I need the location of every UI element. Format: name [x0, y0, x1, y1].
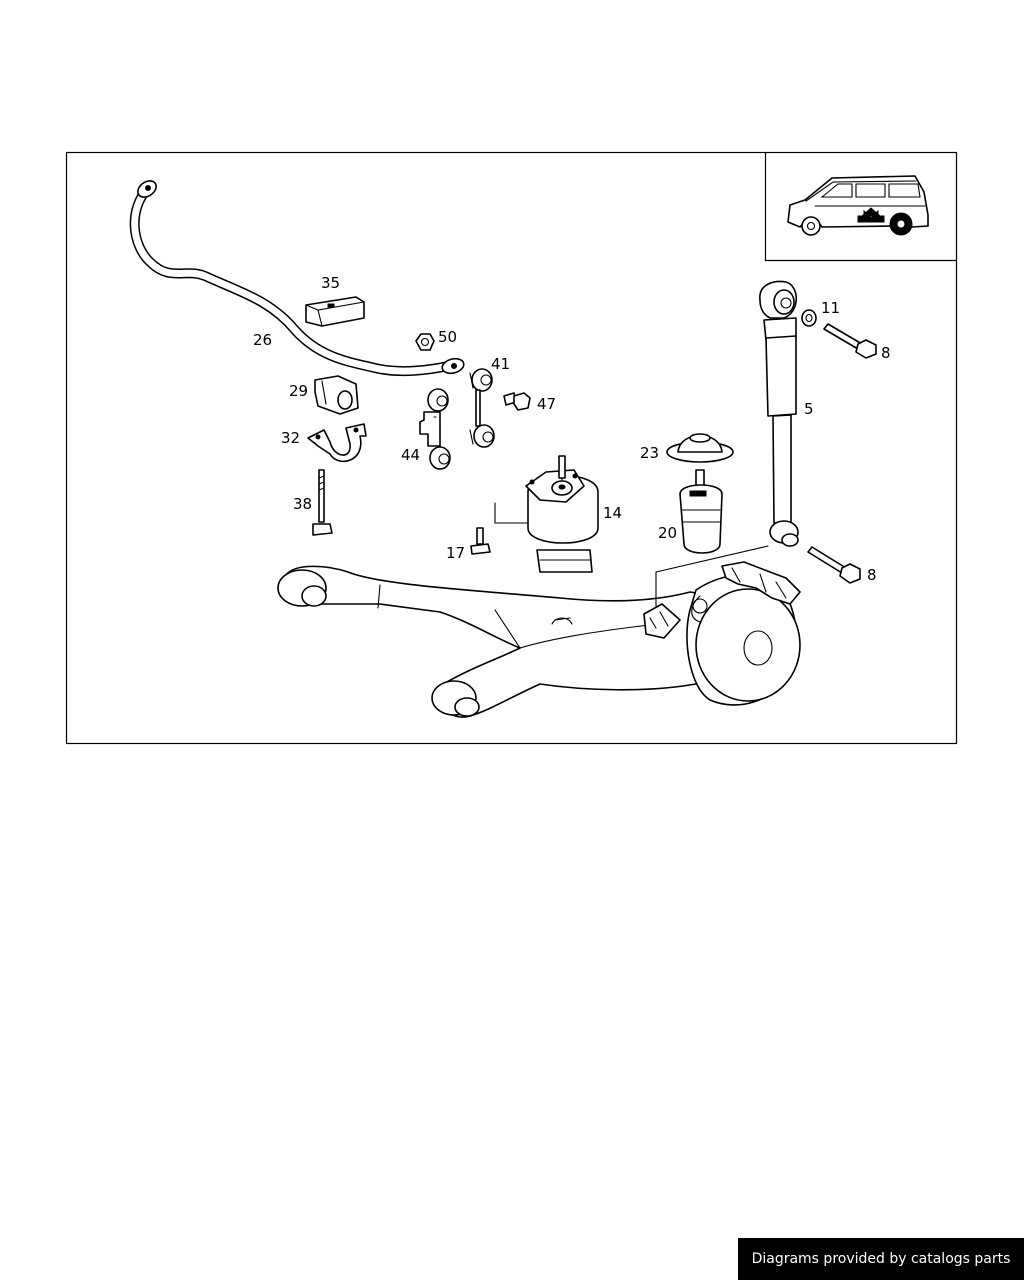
- label-14: 14: [603, 504, 622, 522]
- stabilizer-link-bracket: [419, 388, 451, 470]
- washer: [801, 309, 817, 327]
- label-38: 38: [293, 495, 312, 513]
- label-5: 5: [804, 400, 814, 418]
- hex-bolt-lower: [807, 546, 861, 584]
- van-location-inset: [764, 152, 957, 262]
- label-35: 35: [321, 274, 340, 292]
- leader-lines: [433, 416, 529, 524]
- label-17: 17: [446, 544, 465, 562]
- screw-small: [470, 527, 491, 555]
- air-spring: [525, 455, 599, 573]
- long-bolt: [312, 469, 333, 536]
- stabilizer-link-rod: [469, 368, 495, 448]
- spring-cap: [666, 433, 734, 463]
- label-26: 26: [253, 331, 272, 349]
- diagram-frame: [65, 151, 958, 745]
- stabilizer-bar: [129, 180, 465, 377]
- label-8-upper: 8: [881, 344, 891, 362]
- shock-absorber: [759, 280, 799, 547]
- bushing-bracket: [307, 423, 367, 463]
- label-44: 44: [401, 446, 420, 464]
- wheel-hub: [686, 561, 801, 706]
- label-20: 20: [658, 524, 677, 542]
- label-50: 50: [438, 328, 457, 346]
- label-47: 47: [537, 395, 556, 413]
- label-41: 41: [491, 355, 510, 373]
- label-23: 23: [640, 444, 659, 462]
- label-11: 11: [821, 299, 840, 317]
- stabilizer-block: [305, 296, 365, 327]
- hex-nut: [415, 333, 435, 351]
- stabilizer-bushing: [314, 375, 359, 415]
- hex-bolt-short: [503, 392, 531, 411]
- credit-badge: Diagrams provided by catalogs parts: [738, 1238, 1024, 1280]
- rear-axle-trailing-arm: [277, 545, 769, 718]
- hex-bolt-upper: [823, 323, 877, 359]
- bump-stop: [679, 469, 723, 554]
- label-32: 32: [281, 429, 300, 447]
- label-29: 29: [289, 382, 308, 400]
- label-8-lower: 8: [867, 566, 877, 584]
